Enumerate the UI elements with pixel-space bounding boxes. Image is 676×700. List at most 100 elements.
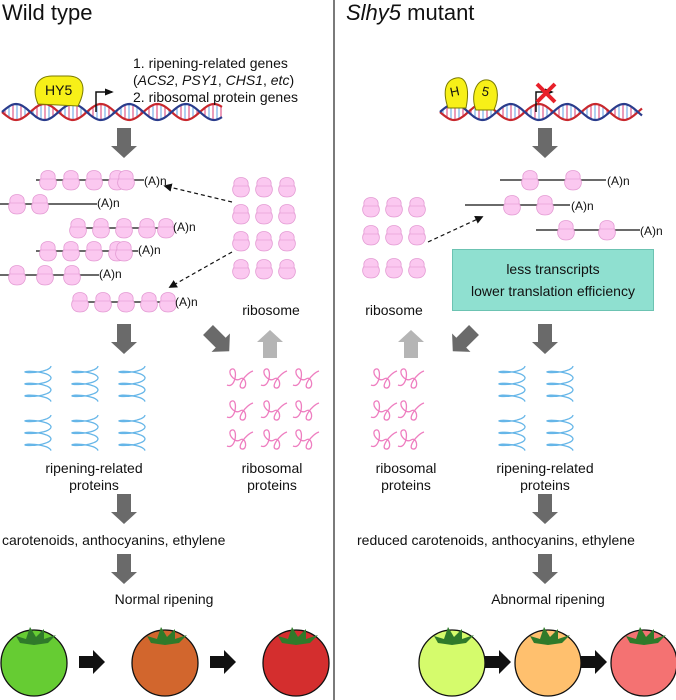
ribosome-shape xyxy=(115,218,133,239)
ribosome-shape xyxy=(536,195,554,216)
dashed-arrow-left-lower xyxy=(168,251,233,288)
mrna-tail: (A)n xyxy=(175,295,198,309)
down-arrow xyxy=(532,128,558,158)
helix-protein xyxy=(23,365,52,402)
gene-line-1: 1. ripening-related genes xyxy=(133,55,288,71)
ribosome-label-right: ribosome xyxy=(365,302,423,318)
ribosome-shape xyxy=(39,170,57,191)
down-arrow xyxy=(532,554,558,584)
helix-protein xyxy=(497,365,526,402)
ribosome-shape xyxy=(232,231,250,252)
tomato xyxy=(610,627,676,697)
gene-line-2: (ACS2, PSY1, CHS1, etc) xyxy=(133,72,295,88)
mutant-effect-box: less transcripts lower translation effic… xyxy=(452,249,654,311)
ribosome-shape xyxy=(408,197,426,218)
hy5-fragment-1 xyxy=(444,77,469,109)
mrna-tail: (A)n xyxy=(138,243,161,257)
gene-list: 1. ripening-related genes (ACS2, PSY1, C… xyxy=(133,55,298,106)
tomato xyxy=(0,627,68,697)
dna-strand xyxy=(1,102,223,122)
mrna-tail: (A)n xyxy=(97,196,120,210)
ribosome-shape xyxy=(85,241,103,262)
tomato xyxy=(262,627,330,697)
ribosome-shape xyxy=(503,195,521,216)
ribosomal-protein-shape xyxy=(292,429,320,450)
helix-protein xyxy=(117,365,146,402)
right-title: Slhy5 mutant xyxy=(346,0,475,25)
ribosome-shape xyxy=(71,292,89,313)
metabolites-right: reduced carotenoids, anthocyanins, ethyl… xyxy=(357,532,635,548)
ribosomal-protein-shape xyxy=(226,400,254,421)
left-title: Wild type xyxy=(2,0,93,25)
ribosome-shape xyxy=(408,258,426,279)
ribosome-shape xyxy=(278,204,296,225)
helix-protein xyxy=(23,414,52,451)
ribosomal-protein-shape xyxy=(397,429,425,450)
ribosome-shape xyxy=(232,259,250,280)
metabolites-left: carotenoids, anthocyanins, ethylene xyxy=(2,532,226,548)
helix-protein xyxy=(545,365,574,402)
mutant-effect-line-1: less transcripts xyxy=(506,261,600,277)
tomato-calyx xyxy=(16,627,56,645)
dashed-arrow-left-upper xyxy=(163,183,233,203)
helix-protein xyxy=(70,414,99,451)
ribosome-shape xyxy=(117,292,135,313)
ribosome-shape xyxy=(138,218,156,239)
mrna-tail: (A)n xyxy=(144,174,167,188)
right-arrow-icon xyxy=(79,650,105,674)
ribosome-shape xyxy=(255,204,273,225)
ribosomal-protein-shape xyxy=(260,429,288,450)
flow-arrows xyxy=(111,128,558,584)
ribosome-shape xyxy=(62,170,80,191)
up-arrow xyxy=(257,330,283,358)
ribosome-shape xyxy=(278,259,296,280)
ribosome-shape xyxy=(385,225,403,246)
down-arrow xyxy=(532,494,558,524)
ribosomal-protein-shape xyxy=(260,400,288,421)
ribosomal-protein-shape xyxy=(226,368,254,389)
outcome-right: Abnormal ripening xyxy=(491,591,605,607)
down-arrow xyxy=(532,324,558,354)
ribosome-shape xyxy=(8,265,26,286)
ribosomal-protein-shape xyxy=(397,400,425,421)
ribosome-shape xyxy=(39,241,57,262)
ribosome-group xyxy=(8,170,616,313)
ribosomal-protein-shape xyxy=(226,429,254,450)
helix-protein xyxy=(497,414,526,451)
ribosome-shape xyxy=(255,231,273,252)
protein-helix-group xyxy=(23,365,574,451)
ribosome-shape xyxy=(115,241,133,262)
ribosome-shape xyxy=(36,265,54,286)
down-arrow xyxy=(111,324,137,354)
helix-protein xyxy=(70,365,99,402)
outcome-left: Normal ripening xyxy=(114,591,214,607)
tomato xyxy=(131,627,199,697)
ribosome-shape xyxy=(62,241,80,262)
dna-strand xyxy=(439,102,643,122)
up-arrow xyxy=(398,330,424,358)
ribosome-shape xyxy=(385,197,403,218)
mrna-tail: (A)n xyxy=(571,199,594,213)
mutant-effect-line-2: lower translation efficiency xyxy=(471,283,635,299)
ribosome-shape xyxy=(92,218,110,239)
ribosome-shape xyxy=(8,194,26,215)
tomato-calyx xyxy=(278,627,318,645)
tomato-calyx xyxy=(147,627,187,645)
tomato-calyx xyxy=(434,627,474,645)
ribosome-shape xyxy=(255,259,273,280)
ribosome-shape xyxy=(408,225,426,246)
tomato-calyx xyxy=(530,627,570,645)
dna-helix-left xyxy=(1,102,223,122)
ribosome-shape xyxy=(232,177,250,198)
hy5-label: HY5 xyxy=(45,82,73,98)
mrna-tail: (A)n xyxy=(99,267,122,281)
dna-strand xyxy=(439,102,643,122)
ribosome-shape xyxy=(157,218,175,239)
dashed-arrow-right xyxy=(427,216,484,243)
ribosome-shape xyxy=(598,220,616,241)
dna-helix-right xyxy=(439,102,643,122)
tomato xyxy=(418,627,486,697)
down-arrow xyxy=(111,554,137,584)
